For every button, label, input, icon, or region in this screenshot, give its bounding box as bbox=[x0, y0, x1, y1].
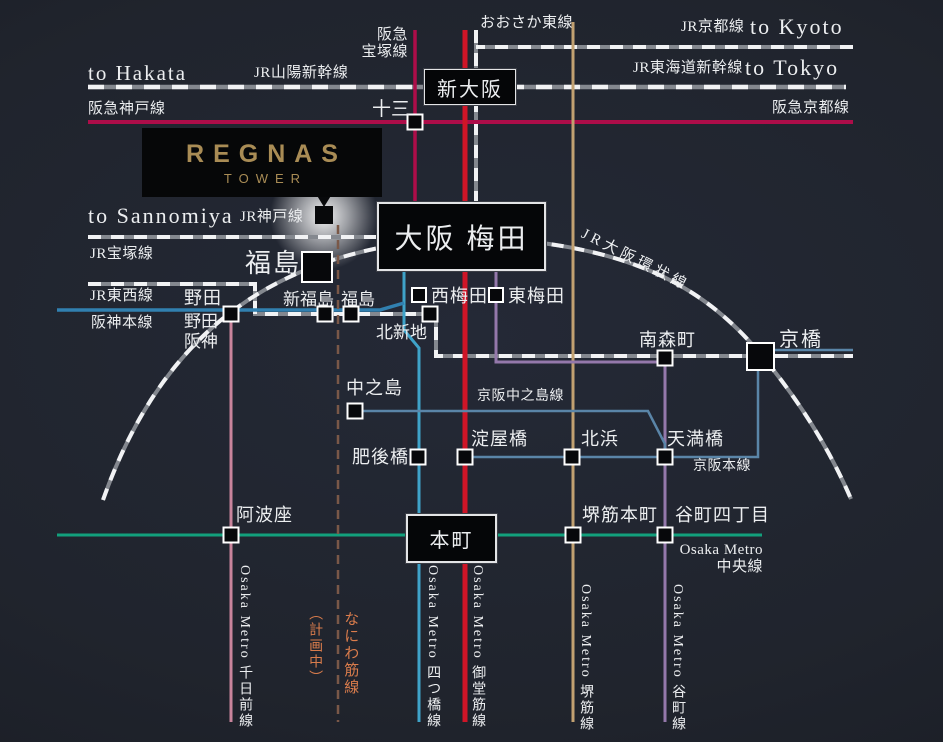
station-label-shinfukushima: 新福島 bbox=[283, 290, 334, 309]
station-label-higobashi: 肥後橋 bbox=[352, 447, 409, 467]
label-keihan-main-line: 京阪本線 bbox=[693, 459, 751, 474]
label-hanshin-main-line: 阪神本線 bbox=[91, 315, 154, 331]
label-osaka-higashi-line: おおさか東線 bbox=[480, 15, 574, 31]
station-marker-fukushima-big bbox=[301, 251, 333, 283]
station-label-nakanoshima: 中之島 bbox=[346, 378, 403, 398]
keihan-main-line bbox=[465, 348, 853, 459]
regnas-tower-logo: REGNAS TOWER bbox=[142, 128, 382, 197]
label-tokaido-shinkansen: JR東海道新幹線 bbox=[633, 60, 743, 76]
station-label-temmabashi: 天満橋 bbox=[667, 429, 724, 449]
terminal-to-tokyo: to Tokyo bbox=[745, 55, 840, 80]
station-marker-temmabashi bbox=[656, 448, 674, 466]
station-marker-noda bbox=[222, 305, 240, 323]
station-label-noda-hanshin-1: 野田 bbox=[184, 312, 218, 331]
label-hankyu-takarazuka-2: 宝塚線 bbox=[361, 44, 408, 61]
terminal-to-hakata: to Hakata bbox=[88, 61, 188, 85]
station-label-nishi-umeda: 西梅田 bbox=[431, 286, 488, 306]
label-jr-kobe-line: JR神戸線 bbox=[240, 209, 304, 225]
label-hankyu-kyoto-line: 阪急京都線 bbox=[772, 100, 850, 116]
station-label-kitahama: 北浜 bbox=[581, 429, 619, 449]
hanshin-main-line bbox=[57, 301, 405, 312]
jr-kyoto-osakahigashi-line-dash bbox=[474, 30, 853, 203]
label-naniwasuji-line: なにわ筋線 bbox=[342, 611, 359, 696]
label-sennichimae-line: Osaka Metro 千日前線 bbox=[237, 565, 253, 730]
station-label-yodoyabashi: 淀屋橋 bbox=[471, 429, 528, 449]
label-keihan-nakanoshima-line: 京阪中之島線 bbox=[477, 389, 564, 404]
label-sanyo-shinkansen: JR山陽新幹線 bbox=[254, 65, 349, 81]
label-chuo-line-2: 中央線 bbox=[716, 559, 763, 576]
station-label-tanimachi4: 谷町四丁目 bbox=[675, 505, 770, 525]
station-marker-nishi-umeda bbox=[411, 287, 427, 303]
tower-pin-pointer bbox=[316, 194, 332, 207]
station-marker-fukushima-jr bbox=[342, 305, 360, 323]
label-hankyu-takarazuka-1: 阪急 bbox=[376, 27, 408, 43]
label-jr-takarazuka-line: JR宝塚線 bbox=[90, 246, 154, 262]
station-label-fukushima-jr: 福島 bbox=[341, 290, 375, 309]
station-label-higashi-umeda: 東梅田 bbox=[508, 286, 565, 306]
label-midosuji-line: Osaka Metro 御堂筋線 bbox=[470, 565, 486, 730]
station-label-noda-hanshin-2: 阪神 bbox=[184, 331, 218, 351]
station-box-osaka-umeda: 大阪 梅田 bbox=[377, 202, 546, 271]
station-marker-higashi-umeda bbox=[488, 287, 504, 303]
station-marker-minamimorimachi bbox=[656, 349, 674, 367]
label-yotsubashi-line: Osaka Metro 四つ橋線 bbox=[425, 565, 441, 730]
label-jr-tozai-line: JR東西線 bbox=[90, 288, 154, 304]
station-marker-shinfukushima bbox=[316, 305, 334, 323]
station-label-awaza: 阿波座 bbox=[236, 505, 293, 525]
station-label-kyobashi: 京橋 bbox=[779, 329, 823, 351]
station-marker-sakaisuji-hommachi bbox=[564, 526, 582, 544]
station-label-fukushima: 福島 bbox=[245, 249, 302, 278]
station-marker-tanimachi4 bbox=[656, 526, 674, 544]
label-jr-kyoto-line: JR京都線 bbox=[681, 19, 745, 35]
station-marker-kyobashi-big bbox=[746, 342, 775, 371]
station-label-noda: 野田 bbox=[184, 288, 222, 308]
station-label-minamimorimachi: 南森町 bbox=[639, 330, 696, 350]
jr-loop-line-dash bbox=[101, 234, 853, 501]
station-label-juso: 十三 bbox=[372, 99, 411, 120]
label-chuo-line-1: Osaka Metro bbox=[679, 542, 763, 558]
station-marker-juso bbox=[406, 113, 424, 131]
logo-subname: TOWER bbox=[223, 170, 308, 186]
tower-pin-square bbox=[315, 206, 333, 224]
station-marker-kitahama bbox=[563, 448, 581, 466]
label-sakaisuji-line: Osaka Metro 堺筋線 bbox=[578, 584, 594, 733]
label-tanimachi-line: Osaka Metro 谷町線 bbox=[670, 584, 686, 733]
station-label-sakaisuji-hommachi: 堺筋本町 bbox=[582, 505, 658, 525]
station-marker-higobashi bbox=[409, 448, 427, 466]
station-box-shin-osaka: 新大阪 bbox=[424, 69, 516, 105]
terminal-to-sannomiya: to Sannomiya bbox=[88, 203, 234, 228]
station-label-kitashinchi: 北新地 bbox=[376, 323, 427, 342]
label-hankyu-kobe-line: 阪急神戸線 bbox=[88, 101, 166, 117]
terminal-to-kyoto: to Kyoto bbox=[750, 14, 844, 39]
station-marker-awaza bbox=[222, 526, 240, 544]
label-naniwasuji-note: （計画中） bbox=[307, 606, 323, 686]
station-marker-nakanoshima bbox=[346, 402, 364, 420]
station-marker-kitashinchi bbox=[421, 305, 439, 323]
logo-name: REGNAS bbox=[186, 139, 347, 168]
station-box-hommachi: 本町 bbox=[406, 514, 497, 563]
station-marker-yodoyabashi bbox=[456, 448, 474, 466]
